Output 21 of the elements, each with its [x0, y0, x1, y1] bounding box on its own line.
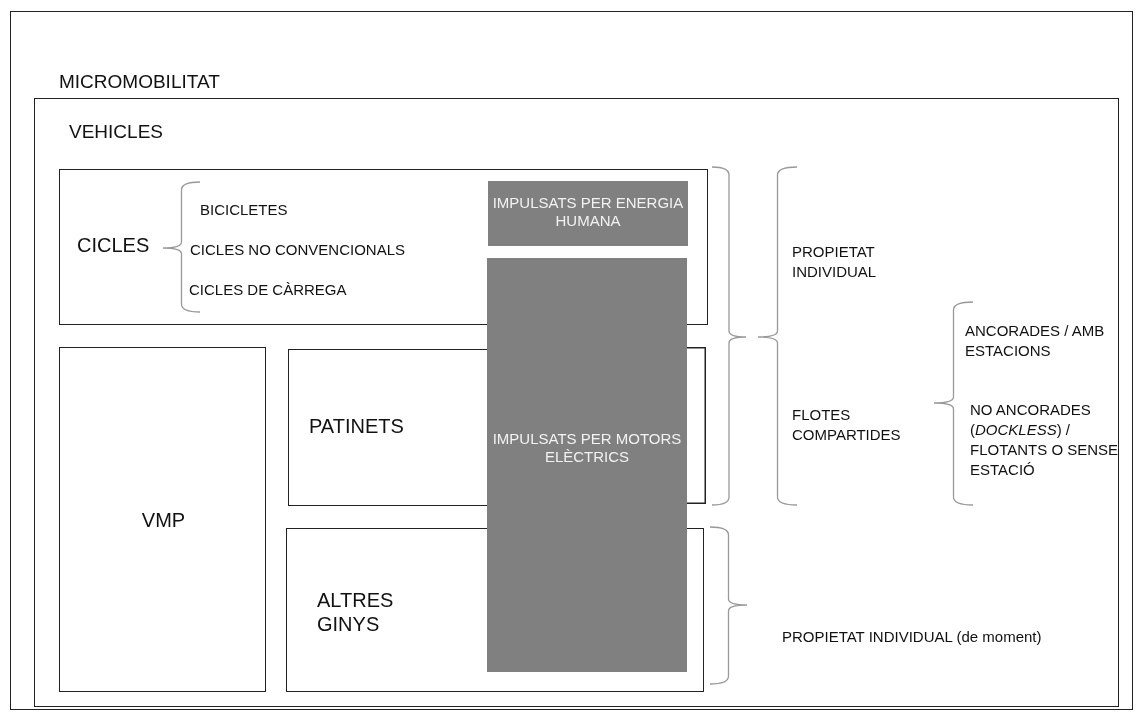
category-label: VMP	[140, 508, 187, 532]
annotation-text: FLOTES COMPARTIDES	[792, 405, 902, 445]
item-label: CICLES NO CONVENCIONALS	[190, 241, 407, 259]
category-label: ALTRES GINYS	[317, 588, 395, 636]
category-label: CICLES	[77, 233, 151, 257]
annotation-text: ANCORADES / AMB ESTACIONS	[965, 321, 1106, 361]
shaded-box	[487, 258, 687, 672]
annotation-text: PROPIETAT INDIVIDUAL	[792, 242, 878, 282]
group-box	[59, 347, 266, 692]
item-label: BICICLETES	[200, 201, 289, 219]
box-label: IMPULSATS PER ENERGIA HUMANA	[491, 194, 685, 230]
group-heading: VEHICLES	[69, 121, 164, 144]
group-heading: MICROMOBILITAT	[59, 71, 221, 94]
category-label: PATINETS	[309, 414, 405, 438]
annotation-text: PROPIETAT INDIVIDUAL (de moment)	[782, 627, 1042, 647]
group-box	[10, 11, 1133, 710]
shaded-box	[488, 181, 688, 246]
group-box	[34, 98, 1119, 707]
item-label: CICLES DE CÀRREGA	[189, 281, 348, 299]
box-label: IMPULSATS PER MOTORS ELÈCTRICS	[491, 430, 683, 466]
annotation-text: NO ANCORADES (DOCKLESS) / FLOTANTS O SENSE ESTACIÓ	[970, 400, 1120, 480]
